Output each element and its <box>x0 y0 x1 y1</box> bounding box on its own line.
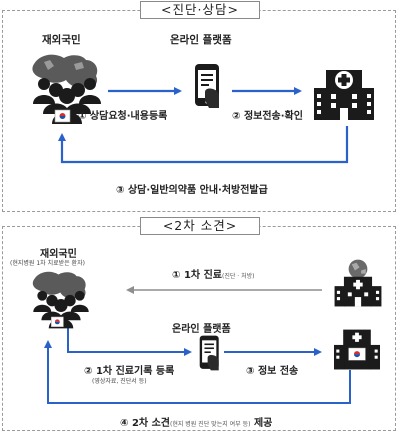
step-consult-request: ① 상담요청·내용등록 <box>78 111 168 122</box>
smartphone-icon-2 <box>199 335 219 371</box>
korean-hospital-icon <box>334 329 380 370</box>
step-info-transfer: ② 정보전송·확인 <box>232 111 303 122</box>
step-record-upload-note: (영상자료, 진단서 등) <box>92 378 147 385</box>
panel-title-second-opinion: <2차 소견> <box>140 217 260 235</box>
overseas-nationals-label: 재외국민 <box>42 34 81 46</box>
step-info-send: ③ 정보 전송 <box>246 366 299 377</box>
arrow-return-prescription <box>58 126 349 164</box>
online-platform-label: 온라인 플랫폼 <box>170 34 232 46</box>
hospital-icon <box>314 70 374 120</box>
arrow-second-opinion <box>44 340 351 404</box>
online-platform-label-2: 온라인 플랫폼 <box>172 324 231 335</box>
step-consult-prescription: ③ 상담·일반의약품 안내·처방전발급 <box>116 185 268 196</box>
arrow-record-upload <box>67 325 192 356</box>
step-first-treatment: ① 1차 진료(진단 · 처방) <box>172 270 255 281</box>
overseas-nationals-icon-2 <box>32 271 89 329</box>
overseas-nationals-sublabel: (현지병원 1차 치료받은 환자) <box>10 260 85 267</box>
step-second-opinion: ④ 2차 소견(현지 병원 진단 맞는지 여부 등) 제공 <box>120 418 273 429</box>
step-record-upload: ② 1차 진료기록 등록 <box>84 366 175 377</box>
panel-title-diagnosis: <진단·상담> <box>140 1 260 19</box>
smartphone-icon <box>195 64 219 108</box>
overseas-nationals-label-2: 재외국민 <box>40 249 77 260</box>
overseas-nationals-icon <box>32 54 101 124</box>
local-hospital-icon <box>334 259 382 307</box>
